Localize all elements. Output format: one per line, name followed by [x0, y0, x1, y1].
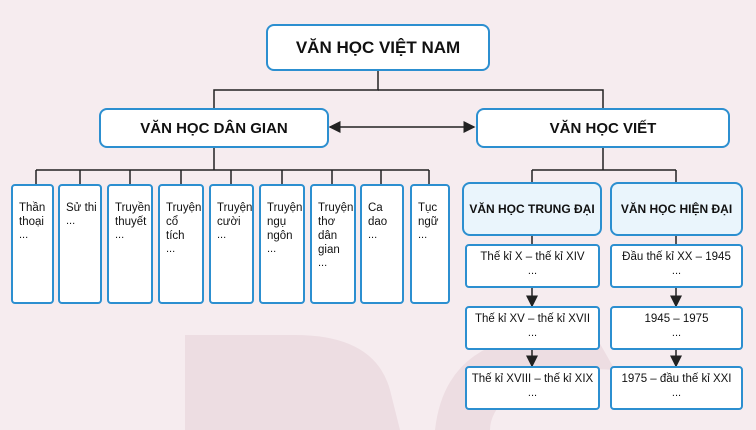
ellipsis: ...	[368, 229, 378, 241]
ellipsis: ...	[671, 387, 682, 399]
period-label: 1945 – 1975	[644, 313, 709, 325]
ellipsis: ...	[527, 387, 538, 399]
genre-label: ngụ	[267, 216, 287, 228]
genre-label: Thần	[19, 202, 46, 214]
genre-label: cổ tích	[166, 216, 185, 242]
ellipsis: ...	[418, 229, 428, 241]
folk-genre-proverb: Tục ngữ ...	[410, 184, 450, 304]
ellipsis: ...	[66, 215, 76, 227]
ellipsis: ...	[19, 229, 29, 241]
genre-label: Truyền	[115, 202, 151, 214]
genre-label: Truyện	[267, 202, 303, 214]
ellipsis: ...	[115, 229, 125, 241]
folk-genre-myth: Thần thoại ...	[11, 184, 54, 304]
period-label: Đầu thế kỉ XX – 1945	[622, 251, 731, 263]
genre-label: Truyện	[166, 202, 202, 214]
modern-period-1: Đầu thế kỉ XX – 1945 ...	[610, 244, 743, 288]
genre-label: thơ	[318, 216, 336, 228]
folk-literature-node: VĂN HỌC DÂN GIAN	[99, 108, 329, 148]
period-label: 1975 – đầu thế kỉ XXI	[621, 373, 732, 385]
folk-genre-epic: Sử thi ...	[58, 184, 102, 304]
ellipsis: ...	[267, 243, 277, 255]
folk-genre-legend: Truyền thuyết ...	[107, 184, 153, 304]
genre-label: Ca dao	[368, 202, 388, 228]
connector-lines	[35, 71, 682, 368]
ellipsis: ...	[527, 265, 538, 277]
folk-genre-fairy-tale: Truyện cổ tích ...	[158, 184, 204, 304]
ellipsis: ...	[318, 257, 328, 269]
genre-label: ngữ	[418, 216, 439, 228]
medieval-period-2: Thế kỉ XV – thế kỉ XVII ...	[465, 306, 600, 350]
period-label: Thế kỉ X – thế kỉ XIV	[480, 251, 585, 263]
ellipsis: ...	[671, 327, 682, 339]
medieval-period-3: Thế kỉ XVIII – thế kỉ XIX ...	[465, 366, 600, 410]
genre-label: Truyện	[318, 202, 354, 214]
folk-genre-folk-song: Ca dao ...	[360, 184, 404, 304]
genre-label: Truyện	[217, 202, 253, 214]
period-label: Thế kỉ XVIII – thế kỉ XIX	[471, 373, 594, 385]
folk-genre-verse-tale: Truyện thơ dân gian ...	[310, 184, 356, 304]
written-literature-node: VĂN HỌC VIẾT	[476, 108, 730, 148]
folk-genre-humor: Truyện cười ...	[209, 184, 254, 304]
folk-genre-fable: Truyện ngụ ngôn ...	[259, 184, 305, 304]
medieval-literature-node: VĂN HỌC TRUNG ĐẠI	[462, 182, 602, 236]
genre-label: gian	[318, 244, 340, 256]
ellipsis: ...	[527, 327, 538, 339]
genre-label: cười	[217, 216, 241, 228]
ellipsis: ...	[671, 265, 682, 277]
ellipsis: ...	[166, 243, 176, 255]
ellipsis: ...	[217, 229, 227, 241]
medieval-period-1: Thế kỉ X – thế kỉ XIV ...	[465, 244, 600, 288]
modern-literature-node: VĂN HỌC HIỆN ĐẠI	[610, 182, 743, 236]
genre-label: ngôn	[267, 230, 293, 242]
modern-period-2: 1945 – 1975 ...	[610, 306, 743, 350]
genre-label: dân	[318, 230, 338, 242]
modern-period-3: 1975 – đầu thế kỉ XXI ...	[610, 366, 743, 410]
genre-label: Tục	[418, 202, 438, 214]
period-label: Thế kỉ XV – thế kỉ XVII	[474, 313, 591, 325]
genre-label: thuyết	[115, 216, 147, 228]
genre-label: thoại	[19, 216, 44, 228]
genre-label: Sử thi	[66, 202, 97, 214]
root-node: VĂN HỌC VIỆT NAM	[266, 24, 490, 71]
